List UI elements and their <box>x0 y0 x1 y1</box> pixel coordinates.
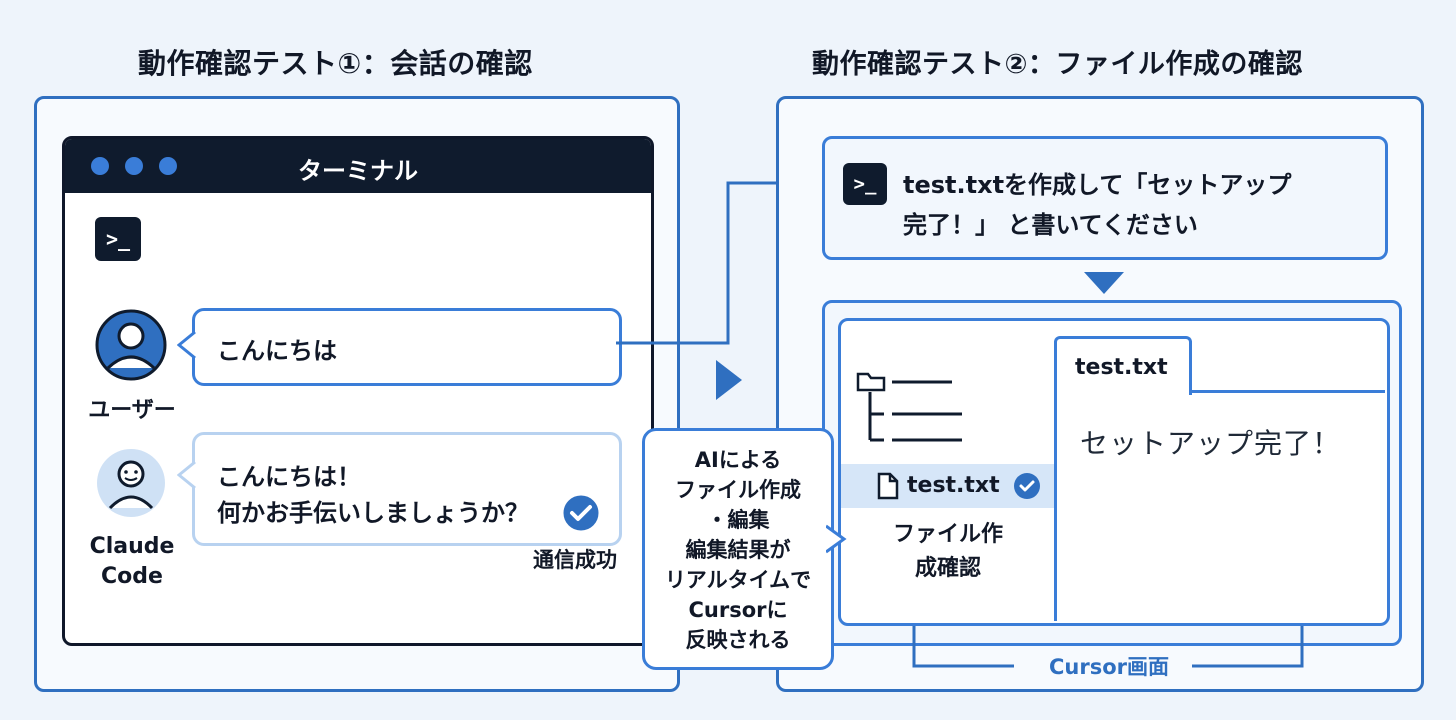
user-label: ユーザー <box>88 398 176 423</box>
success-check-icon <box>560 492 602 534</box>
callout-line: 編集結果が <box>685 538 791 562</box>
callout-lines: AIによる ファイル作成 ・編集 編集結果が リアルタイムで Cursorに 反… <box>645 445 831 655</box>
user-message-text: こんにちは <box>217 337 337 365</box>
user-bubble-tail <box>176 330 197 362</box>
success-label: 通信成功 <box>533 548 617 572</box>
callout-line: AIによる <box>694 448 782 472</box>
ai-edit-callout: AIによる ファイル作成 ・編集 編集結果が リアルタイムで Cursorに 反… <box>642 428 834 670</box>
left-section-title: 動作確認テスト①：会話の確認 <box>138 47 533 80</box>
instruction-line2: 完了！」 と書いてください <box>903 211 1198 239</box>
editor-content: セットアップ完了！ <box>1080 427 1342 460</box>
cursor-screen-label: Cursor画面 <box>1048 655 1169 679</box>
user-avatar-icon <box>94 308 168 382</box>
window-dot-minimize-icon[interactable] <box>125 157 143 175</box>
explorer-caption-line1: ファイル作 <box>892 522 1003 547</box>
file-tree-icon <box>856 368 968 452</box>
instruction-prompt-icon: >_ <box>843 163 887 205</box>
assistant-message-line2: 何かお手伝いしましょうか？ <box>217 499 529 527</box>
terminal-prompt-icon: >_ <box>95 217 141 261</box>
callout-tail <box>825 524 848 558</box>
claude-code-label: Claude Code <box>80 532 184 592</box>
claude-code-label-line2: Code <box>101 564 163 589</box>
assistant-message-line1: こんにちは！ <box>217 463 361 491</box>
explorer-file-name: test.txt <box>907 473 1000 498</box>
assistant-message-bubble: こんにちは！ 何かお手伝いしましょうか？ <box>192 432 622 546</box>
user-message-bubble: こんにちは <box>192 308 622 386</box>
explorer-file-row[interactable]: test.txt <box>841 464 1054 508</box>
instruction-box: >_ test.txtを作成して「セットアップ 完了！」 と書いてください <box>822 136 1388 260</box>
instruction-line1: test.txtを作成して「セットアップ <box>903 171 1292 199</box>
editor-tab-label: test.txt <box>1075 355 1168 380</box>
terminal-title-bar: ターミナル <box>65 139 651 193</box>
cursor-screen-bracket <box>908 626 1308 674</box>
callout-line: ファイル作成 <box>675 478 801 502</box>
editor-tab[interactable]: test.txt <box>1054 336 1192 395</box>
claude-code-avatar-icon <box>94 446 168 520</box>
editor-pane <box>1054 390 1385 621</box>
transition-arrow-icon <box>714 358 744 406</box>
callout-line: Cursorに <box>688 598 788 622</box>
claude-code-label-line1: Claude <box>89 534 175 559</box>
down-arrow-icon <box>1082 270 1126 300</box>
file-created-check-icon <box>1013 472 1041 504</box>
window-dot-maximize-icon[interactable] <box>159 157 177 175</box>
terminal-title: ターミナル <box>298 157 418 185</box>
file-icon <box>877 472 899 504</box>
right-section-title: 動作確認テスト②：ファイル作成の確認 <box>812 49 1303 80</box>
editor-tab-underline-cover <box>1057 388 1186 394</box>
assistant-bubble-tail <box>176 460 197 492</box>
explorer-caption: ファイル作 成確認 <box>860 518 1036 586</box>
explorer-caption-line2: 成確認 <box>914 556 981 581</box>
callout-line: 反映される <box>685 628 791 652</box>
callout-line: ・編集 <box>706 508 770 532</box>
callout-line: リアルタイムで <box>664 568 812 592</box>
window-dot-close-icon[interactable] <box>91 157 109 175</box>
terminal-window: ターミナル >_ <box>62 136 654 646</box>
